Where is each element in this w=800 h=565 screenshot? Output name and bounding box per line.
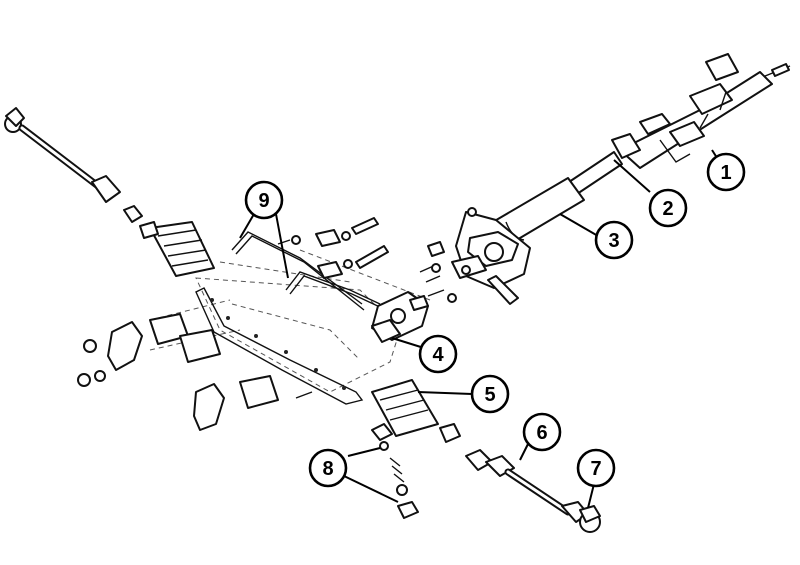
svg-text:4: 4 [432, 344, 444, 366]
left-tie-rod [4, 107, 143, 223]
pinion-valve-body [371, 289, 457, 343]
callout-6: 6 [522, 412, 562, 452]
leader-lines [239, 149, 727, 509]
rack-adjuster-parts [371, 423, 419, 519]
svg-text:3: 3 [608, 230, 619, 252]
left-mounting-clamps [77, 313, 313, 431]
svg-text:1: 1 [720, 162, 731, 184]
callout-9: 9 [244, 180, 284, 220]
callout-4: 4 [418, 334, 458, 374]
svg-text:2: 2 [662, 198, 673, 220]
callout-1: 1 [706, 152, 746, 192]
callout-8: 8 [308, 448, 348, 488]
svg-text:9: 9 [258, 190, 269, 212]
svg-text:5: 5 [484, 384, 495, 406]
svg-text:7: 7 [590, 458, 601, 480]
left-rack-boot [139, 221, 215, 277]
right-rack-boot [371, 379, 461, 443]
mounting-hardware-top [277, 217, 389, 279]
callout-5: 5 [470, 374, 510, 414]
hydraulic-lines [231, 231, 383, 311]
svg-text:8: 8 [322, 458, 333, 480]
right-ball-joint [579, 505, 601, 533]
right-tie-rod [465, 449, 589, 523]
callout-2: 2 [648, 188, 688, 228]
svg-text:6: 6 [536, 422, 547, 444]
steering-column [419, 53, 791, 305]
callout-3: 3 [594, 220, 634, 260]
callout-7: 7 [576, 448, 616, 488]
